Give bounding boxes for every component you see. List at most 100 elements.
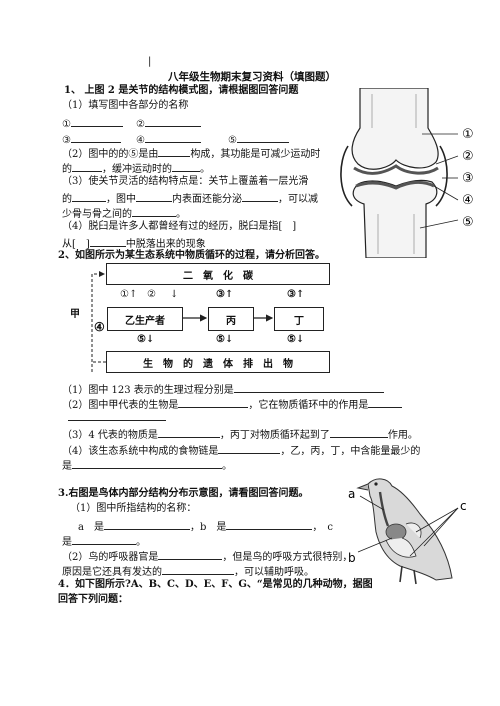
- text: 是: [62, 461, 72, 472]
- answer-blank[interactable]: [178, 397, 249, 408]
- q1-s1: （1）填写图中各部分的名称: [62, 100, 189, 111]
- q3-s1a: a 是，b 是， c: [78, 519, 333, 534]
- text: 的: [62, 194, 72, 205]
- text: ， c: [312, 522, 333, 533]
- q2-heading: 2、如图所示为某生态系统中物质循环的过程，请分析回答。: [58, 250, 325, 261]
- label-1: ①: [62, 119, 71, 130]
- answer-blank-b[interactable]: [226, 519, 313, 530]
- text: ，缓冲运动时的: [102, 164, 172, 175]
- q1-s3-cont: 的，图中内表面还能分泌，可以减: [62, 191, 318, 206]
- answer-blank-a[interactable]: [103, 519, 190, 530]
- q3-s2: （2）鸟的呼吸器官是，但是鸟的呼吸方式很特别，: [62, 549, 352, 564]
- text: 。: [176, 209, 186, 220]
- text: 少骨与骨之间的: [62, 209, 132, 220]
- bird-label-a: a: [348, 487, 355, 501]
- fig-label-5: ⑤: [462, 215, 474, 230]
- note-5c: ⑤↓: [287, 334, 305, 345]
- stray-mark: |: [148, 56, 152, 67]
- bird-diagram: a b c: [348, 478, 467, 585]
- answer-blank[interactable]: [218, 443, 281, 454]
- bird-lung: [385, 523, 407, 541]
- answer-blank-1[interactable]: [70, 116, 123, 127]
- text: 内表面还能分泌: [172, 194, 242, 205]
- q4-heading: 4．如下图所示?A、B、C、D、E、F、G、“是常见的几种动物，据图: [58, 579, 373, 590]
- note-1: ①↑: [120, 289, 138, 300]
- text: 是: [62, 537, 72, 548]
- answer-blank[interactable]: [172, 161, 200, 172]
- box-bing: 丙: [208, 307, 254, 331]
- bird-air-sacs: [385, 522, 422, 558]
- q1-s2-cont: 的，缓冲运动时的。: [62, 161, 210, 176]
- fig-label-2: ②: [462, 149, 474, 164]
- answer-blank[interactable]: [162, 564, 234, 575]
- q2-s1: （1）图中 123 表示的生理过程分别是: [62, 382, 384, 397]
- answer-blank[interactable]: [132, 206, 176, 217]
- text: 作用。: [387, 430, 418, 441]
- label-5: ⑤: [228, 135, 237, 146]
- q1-heading: 1、 上图 2 是关节的结构模式图，请根据图回答问题: [64, 85, 299, 96]
- text: （3）4 代表的物质是: [62, 430, 158, 441]
- q1-s3: （3）使关节灵活的结构特点是：关节上覆盖着一层光滑: [62, 176, 309, 187]
- answer-blank[interactable]: [136, 191, 172, 202]
- answer-blank-3[interactable]: [70, 132, 121, 143]
- answer-blank[interactable]: [158, 549, 223, 560]
- q1-blank-row-5: ⑤: [228, 132, 289, 147]
- answer-blank-4[interactable]: [144, 132, 201, 143]
- bird-label-c: c: [460, 499, 467, 513]
- answer-blank[interactable]: [72, 161, 102, 172]
- text: ，丙丁对物质循环起到了: [219, 430, 330, 441]
- dashed-arrow-to-co2: [91, 271, 105, 372]
- answer-blank-2[interactable]: [144, 116, 201, 127]
- q2-s4: （4）该生态系统中构成的食物链是，乙，丙，丁，中含能量最少的: [62, 443, 420, 458]
- capsule-shape: [340, 145, 448, 207]
- answer-blank[interactable]: [329, 427, 388, 438]
- q3-heading: 3.右图是鸟体内部分结构分布示意图，请看图回答问题。: [58, 488, 309, 499]
- q2-s2: （2）图中甲代表的生物是，它在物质循环中的作用是: [62, 397, 403, 412]
- text: ，可以减: [278, 194, 318, 205]
- answer-blank[interactable]: [89, 236, 126, 247]
- answer-blank[interactable]: [72, 191, 106, 202]
- box-ding: 丁: [274, 307, 324, 331]
- text: ，b 是: [189, 522, 227, 533]
- label-jia: 甲: [70, 309, 80, 320]
- answer-blank-5[interactable]: [236, 132, 289, 143]
- q1-s2: （2）图中的的⑤是由构成，其功能是可减少运动时: [62, 146, 320, 161]
- q2-s2-cont: [68, 420, 166, 421]
- text: （1）图中 123 表示的生理过程分别是: [62, 385, 234, 396]
- text: （2）图中甲代表的生物是: [62, 400, 179, 411]
- q1-s4: （4）脱臼是许多人都曾经有过的经历，脱臼是指[ ]: [62, 221, 297, 232]
- note-3b: ③↑: [287, 289, 305, 300]
- bird-leg: [399, 565, 417, 585]
- note-2: ②: [147, 289, 156, 300]
- answer-blank[interactable]: [233, 382, 384, 393]
- cartilage-shape-2: [355, 180, 435, 190]
- q2-s4-cont: 是。: [62, 458, 232, 473]
- cycle-arrows: [91, 271, 274, 372]
- answer-blank[interactable]: [157, 427, 220, 438]
- q2-s3: （3）4 代表的物质是 ，丙丁对物质循环起到了 作用。: [62, 427, 418, 442]
- answer-blank[interactable]: [72, 458, 222, 469]
- answer-blank[interactable]: [242, 191, 278, 202]
- text: 。: [136, 537, 146, 548]
- label-2: ②: [136, 119, 145, 130]
- answer-blank[interactable]: [158, 146, 191, 157]
- note-3a: ③↑: [216, 289, 234, 300]
- answer-blank[interactable]: [368, 397, 403, 408]
- fig-label-3: ③: [462, 171, 474, 186]
- text: 。: [200, 164, 210, 175]
- label-3: ③: [62, 135, 71, 146]
- text: 。: [222, 461, 232, 472]
- knee-joint-diagram: ① ② ③ ④ ⑤: [340, 88, 474, 258]
- fig-label-1: ①: [462, 127, 474, 142]
- text: 从[ ]: [62, 239, 90, 250]
- q1-blank-row-2: ②: [136, 116, 201, 131]
- answer-blank-c[interactable]: [72, 534, 136, 545]
- bird-eye: [374, 482, 378, 486]
- bird-beak: [356, 483, 369, 491]
- bone-texture: [371, 94, 417, 254]
- fig-label-4: ④: [462, 193, 474, 208]
- q3-s1: （1）图中所指结构的名称：: [70, 503, 197, 514]
- box-remains: 生 物 的 遗 体 排 出 物: [106, 351, 330, 373]
- note-5b: ⑤↓: [216, 334, 234, 345]
- label-4: ④: [136, 135, 145, 146]
